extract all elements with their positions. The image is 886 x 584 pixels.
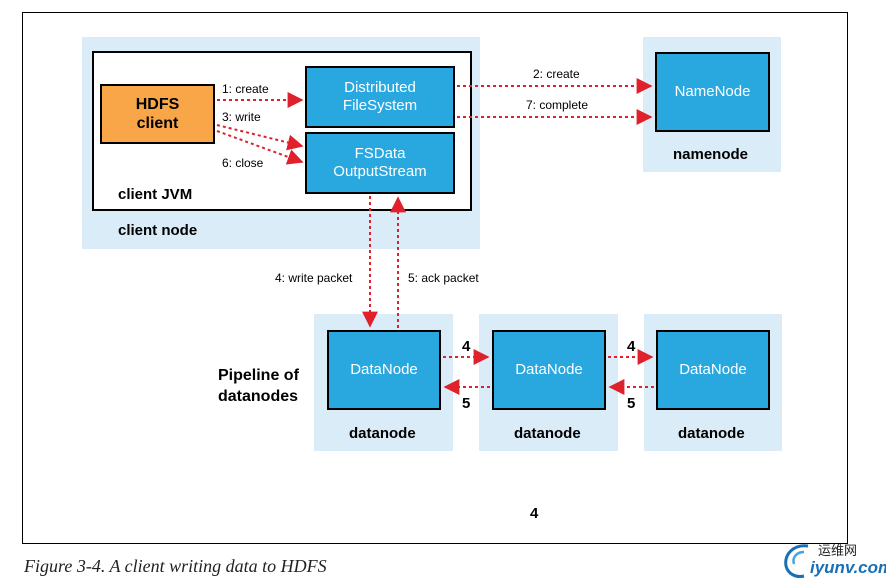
datanode-box-3[interactable]: DataNode <box>656 330 770 410</box>
datanode-label-2: datanode <box>514 425 581 442</box>
edge-label-complete: 7: complete <box>526 98 589 112</box>
datanode-box-1[interactable]: DataNode <box>327 330 441 410</box>
watermark-cn: 运维网 <box>818 544 858 559</box>
figure-caption: Figure 3-4. A client writing data to HDF… <box>24 556 327 576</box>
datanode-inner-label-1: DataNode <box>350 361 418 378</box>
edge-label-4a: 4 <box>462 338 471 355</box>
logo-swirl-icon <box>784 544 809 578</box>
edge-label-write-packet: 4: write packet <box>275 271 353 285</box>
dfs-line1: Distributed <box>344 79 416 96</box>
client-jvm-label: client JVM <box>118 186 193 203</box>
edge-label-nn-create: 2: create <box>533 67 580 81</box>
namenode-box[interactable]: NameNode <box>655 52 770 132</box>
datanode-inner-label-3: DataNode <box>679 361 747 378</box>
edge-label-close: 6: close <box>222 156 264 170</box>
watermark-logo: 运维网 iyunv.com <box>780 538 886 582</box>
arrow-write <box>216 124 304 151</box>
pipeline-line1: Pipeline of <box>218 367 299 384</box>
pipeline-line2: datanodes <box>218 388 299 405</box>
watermark-en: iyunv.com <box>810 558 886 577</box>
page-number: 4 <box>530 505 539 522</box>
distributed-filesystem-box[interactable]: Distributed FileSystem <box>305 66 455 128</box>
pipeline-label: Pipeline of datanodes <box>218 365 299 407</box>
fsdata-outputstream-box[interactable]: FSData OutputStream <box>305 132 455 194</box>
namenode-label: namenode <box>673 146 749 163</box>
hdfs-client-line2: client <box>136 115 179 132</box>
edge-label-ack-packet: 5: ack packet <box>408 271 479 285</box>
namenode-inner-label: NameNode <box>674 83 751 100</box>
edge-label-5a: 5 <box>462 395 471 412</box>
hdfs-client-box[interactable]: HDFS client <box>100 84 215 144</box>
datanode-box-2[interactable]: DataNode <box>492 330 606 410</box>
fsdos-line2: OutputStream <box>333 163 427 180</box>
client-node-label: client node <box>118 222 198 239</box>
datanode-label-1: datanode <box>349 425 416 442</box>
datanode-inner-label-2: DataNode <box>515 361 583 378</box>
edge-label-5b: 5 <box>627 395 636 412</box>
fsdos-line1: FSData <box>354 145 406 162</box>
edge-label-write: 3: write <box>222 110 261 124</box>
edge-label-4b: 4 <box>627 338 636 355</box>
dfs-line2: FileSystem <box>342 97 418 114</box>
datanode-label-3: datanode <box>678 425 745 442</box>
hdfs-client-line1: HDFS <box>135 96 180 113</box>
edge-label-create: 1: create <box>222 82 269 96</box>
